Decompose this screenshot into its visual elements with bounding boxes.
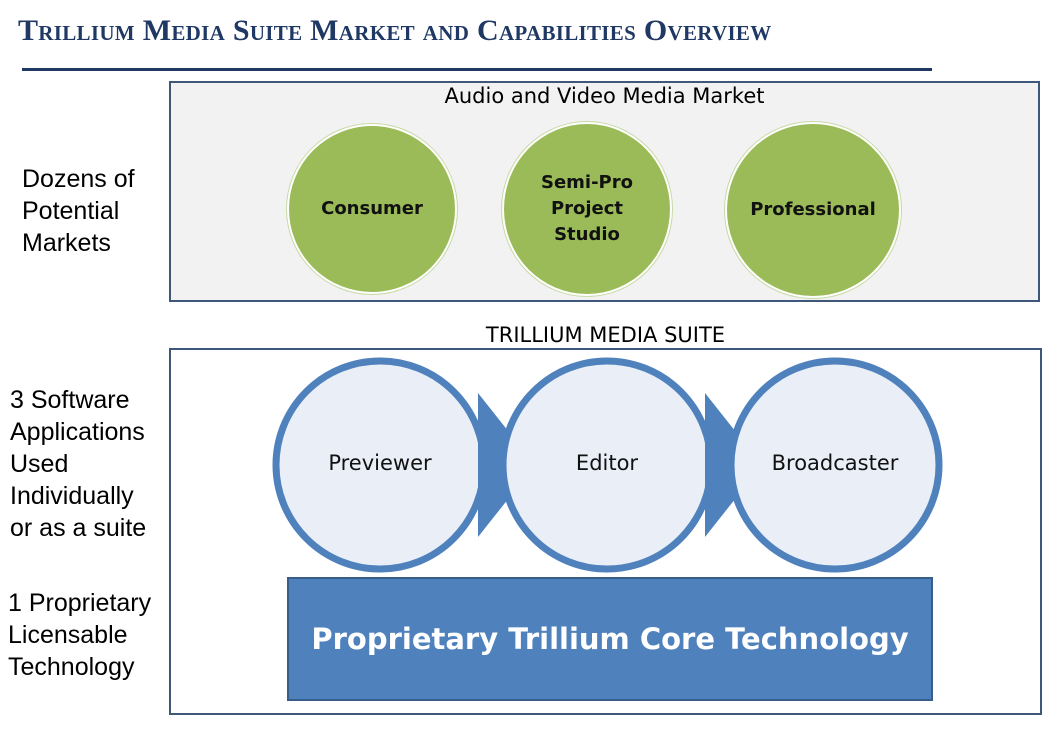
technology-side-label: 1 Proprietary Licensable Technology [8,589,152,681]
market-segment-label: Professional [750,199,876,220]
market-segment-consumer: Consumer [287,124,457,294]
market-segment-label: Consumer [321,198,423,219]
apps-side-label: 3 Software Applications Used Individuall… [10,386,147,542]
core-technology-label: Proprietary Trillium Core Technology [311,622,909,656]
market-segment-label: Semi-Pro Project Studio [540,172,633,245]
market-segment-professional: Professional [725,122,901,298]
markets-side-label: Dozens of Potential Markets [22,165,135,257]
market-panel-title: Audio and Video Media Market [444,84,765,108]
app-label-broadcaster: Broadcaster [771,451,899,475]
page-title: Trillium Media Suite Market and Capabili… [18,14,772,47]
market-segment-semi-pro: Semi-Pro Project Studio [502,122,672,296]
title-underline [22,68,932,71]
app-label-editor: Editor [575,451,639,475]
app-label-previewer: Previewer [328,451,432,475]
suite-panel-title: TRILLIUM MEDIA SUITE [485,323,726,347]
app-circle-broadcaster [727,357,943,573]
core-technology-box: Proprietary Trillium Core Technology [287,577,933,701]
